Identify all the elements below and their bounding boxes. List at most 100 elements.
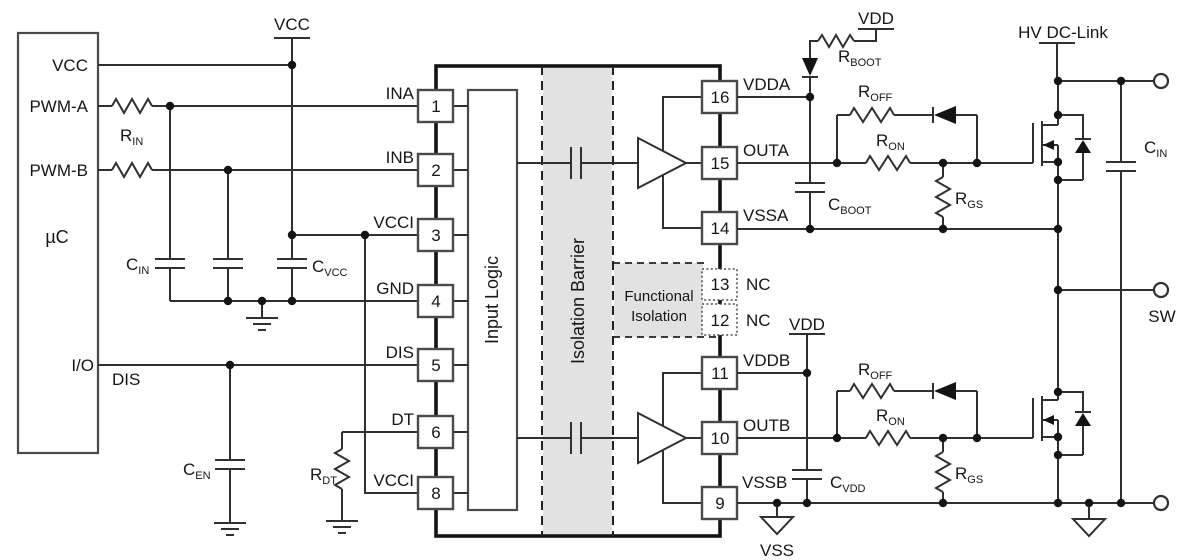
right-pin-boxes: 16 15 14 13 12 11 10 9 [700,79,739,521]
pin-label-vddb: VDDB [743,351,790,370]
r-gs-a-zigzag [933,176,953,218]
component-labels: RIN CIN CVCC CEN RDT RBOOT CBOOT ROFF RO… [120,47,1167,495]
c-in-left [155,258,185,269]
mcu-label: µC [45,227,68,247]
input-logic-label: Input Logic [482,256,502,344]
resistor-zigzag [111,160,153,180]
r-off-b-branch [836,390,978,438]
c-in-right-plates [1106,161,1136,172]
r-in-label: RIN [120,126,143,148]
c-mid [213,258,243,269]
pin-box-4 [416,283,455,319]
power-ground [1070,503,1108,538]
pin-num-8: 8 [431,484,440,503]
pin-box-11 [700,355,739,391]
c-vdd-label: CVDD [830,473,866,495]
c-vdd-plates [792,469,822,480]
pin-box-9 [700,485,739,521]
pin-num-16: 16 [711,88,730,107]
buffer-b-triangle [637,411,689,465]
driver-ic: Isolation Barrier Functional Isolation I… [373,64,791,538]
r-dt-label: RDT [310,465,337,487]
pin-num-15: 15 [711,154,730,173]
pin-label-vssa: VSSA [743,206,789,225]
pin-label-outa: OUTA [743,141,790,160]
bootstrap-diode [802,58,818,76]
r-boot-label: RBOOT [838,47,882,69]
c-vcc [277,258,307,269]
input-logic-block [466,88,519,512]
c-en-label: CEN [183,460,211,482]
ls-body-arrow [1043,415,1054,425]
r-gs-b-zigzag [933,451,953,493]
vdd-a-rail-label: VDD [858,9,894,28]
mosfet-low-side [1032,290,1091,503]
functional-isolation-region [614,263,703,337]
pin-num-13: 13 [711,275,730,294]
functional-isolation-label-2: Isolation [631,308,687,325]
dis-net-label: DIS [112,370,140,389]
ground-icon [246,301,278,331]
r-dt [332,448,352,490]
vss-ground-icon [758,516,796,536]
bootstrap-circuit [737,28,894,229]
bottom-terminal [1152,494,1170,512]
wire-rboot-to-diode [809,40,818,58]
turn-off-diode-a [934,106,956,124]
pin-num-14: 14 [711,219,730,238]
hs-body-diode [1075,140,1091,153]
c-en [215,459,245,470]
pin-box-1 [416,88,455,124]
capacitor-plates [155,258,185,269]
pin-label-vdda: VDDA [743,75,791,94]
vdd-b-rail-label: VDD [789,315,825,334]
pin-label-nc12: NC [746,311,771,330]
functional-isolation-dash [613,262,720,338]
pin-box-5 [416,347,455,383]
mcu-outline [16,31,100,455]
pin-num-9: 9 [715,494,724,513]
hs-body-arrow [1043,140,1054,150]
gate-drive-b [737,382,1033,503]
functional-isolation-label-1: Functional [624,288,693,305]
pin-label-outb: OUTB [743,416,790,435]
wire-vcci-pin8 [364,235,418,494]
pin-label-dt: DT [391,410,414,429]
mcu-pin-vcc-label: VCC [52,56,88,75]
pin-box-3 [416,217,455,253]
mcu-pin-pwmb-label: PWM-B [29,161,88,180]
r-gs-b-label: RGS [955,464,983,486]
r-gs-a-label: RGS [955,189,983,211]
pin-num-6: 6 [431,423,440,442]
c-boot-plates [795,182,825,193]
pin-num-5: 5 [431,356,440,375]
r-in-a [111,96,153,116]
input-side-wires [98,37,418,523]
mcu-pin-io-label: I/O [71,356,94,375]
pin-stubs-left [453,105,468,494]
mcu-block: µC VCC PWM-A PWM-B I/O [16,31,100,455]
r-off-b-label: ROFF [858,360,893,382]
pin-num-12: 12 [711,311,730,330]
pin-box-2 [416,152,455,188]
sw-label: SW [1148,307,1175,326]
r-boot-zigzag [817,33,855,49]
capacitor-plates [213,258,243,269]
ground-icon [214,522,246,536]
logic-ground-center [246,301,278,331]
pin-num-10: 10 [711,429,730,448]
pin-box-16 [700,79,739,115]
vss-label: VSS [760,541,794,560]
iso-cap-b [570,422,582,454]
r-on-b-zigzag [865,429,911,447]
pin-num-11: 11 [711,364,729,383]
c-vcc-label: CVCC [312,257,348,279]
ground-icon [326,520,358,534]
pin-label-nc13: NC [746,275,771,294]
rail-labels: VCC VDD HV DC-Link VDD VSS SW DIS [112,9,1176,560]
iso-cap-a [570,147,582,179]
right-pin-labels: VDDA OUTA VSSA NC NC VDDB OUTB VSSB [742,75,791,492]
left-pin-labels: INA INB VCCI GND DIS DT VCCI [373,84,414,490]
